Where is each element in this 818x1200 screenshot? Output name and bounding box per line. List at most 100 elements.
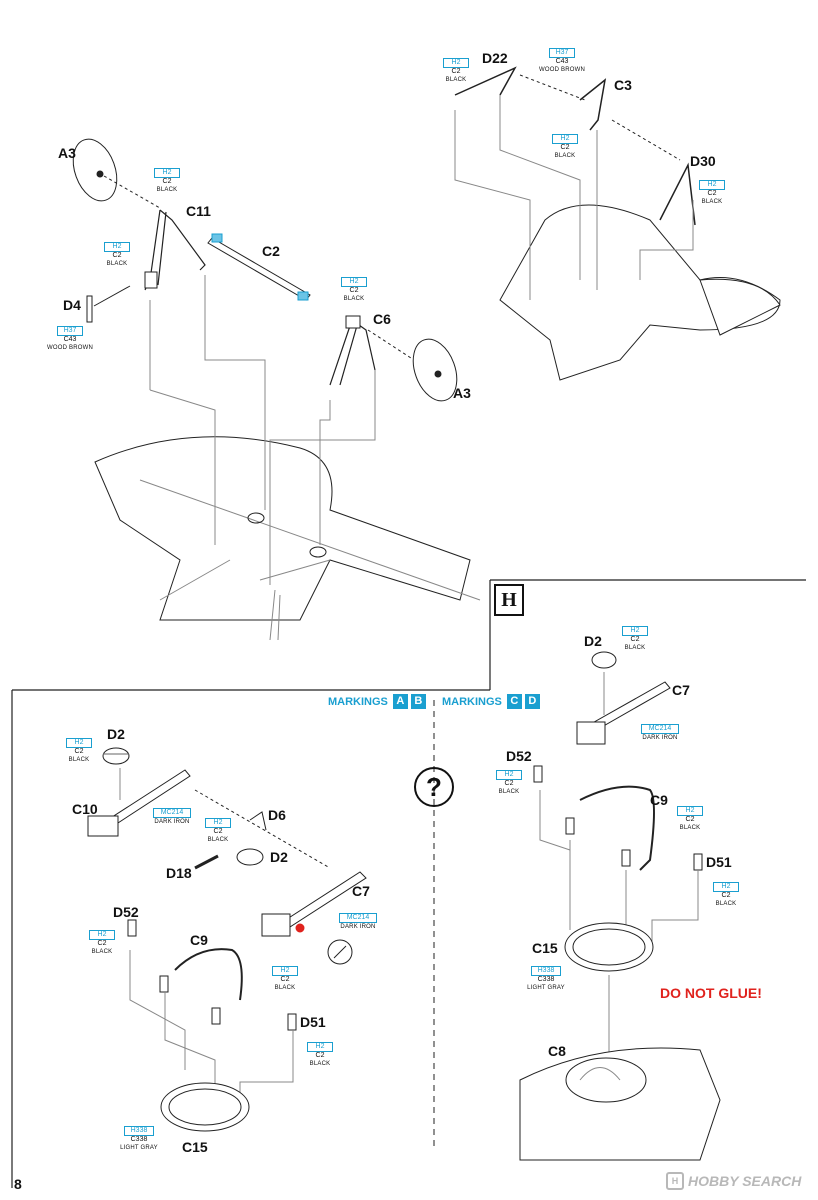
part-label-c2: C2: [262, 243, 280, 259]
paint-code: C2: [685, 816, 695, 823]
paint-chip: H2: [205, 818, 231, 828]
paint-chip: H2: [104, 242, 130, 252]
paint-name: BLACK: [309, 1061, 331, 1067]
part-label-d22: D22: [482, 50, 508, 66]
panel-dividers: [11, 579, 806, 1188]
paint-name: BLACK: [679, 825, 701, 831]
paint-chip: H37: [549, 48, 575, 58]
paint-chip: H2: [89, 930, 115, 940]
paint-name: WOOD BROWN: [539, 67, 585, 73]
paint-name: BLACK: [498, 789, 520, 795]
paint-chip: H2: [272, 966, 298, 976]
paint-code: C2: [97, 940, 107, 947]
landing-gear-wheel-left: [72, 138, 161, 209]
paint-name: BLACK: [68, 757, 90, 763]
paint-name: BLACK: [554, 153, 576, 159]
paint-chip: H2: [307, 1042, 333, 1052]
paint-name: BLACK: [207, 837, 229, 843]
paint-chip: H37: [57, 326, 83, 336]
part-label-d2-ab-2: D2: [270, 849, 288, 865]
paint-code: C43: [63, 336, 77, 343]
part-label-c9-cd: C9: [650, 792, 668, 808]
paint-name: BLACK: [624, 645, 646, 651]
landing-gear-strut-c6: [329, 315, 376, 386]
paint-code: C338: [537, 976, 555, 983]
marking-box-d: D: [524, 694, 540, 709]
watermark: H HOBBY SEARCH: [666, 1172, 801, 1190]
part-label-c6: C6: [373, 311, 391, 327]
paint-code: C2: [213, 828, 223, 835]
part-label-d51-cd: D51: [706, 854, 732, 870]
paint-name: DARK IRON: [642, 735, 678, 741]
paint-name: BLACK: [274, 985, 296, 991]
paint-name: BLACK: [445, 77, 467, 83]
paint-chip: H2: [496, 770, 522, 780]
paint-code: C2: [707, 190, 717, 197]
paint-chip: MC214: [641, 724, 679, 734]
paint-chip: MC214: [153, 808, 191, 818]
paint-code: C338: [130, 1136, 148, 1143]
part-label-c10: C10: [72, 801, 98, 817]
part-label-d52-cd: D52: [506, 748, 532, 764]
step-label: H: [494, 584, 524, 616]
paint-name: DARK IRON: [154, 819, 190, 825]
paint-chip: MC214: [339, 913, 377, 923]
paint-chip: H2: [154, 168, 180, 178]
landing-gear-wheel-right: [367, 329, 458, 402]
part-label-d18: D18: [166, 865, 192, 881]
part-label-d6: D6: [268, 807, 286, 823]
paint-name: BLACK: [91, 949, 113, 955]
paint-chip: H2: [341, 277, 367, 287]
paint-code: C2: [560, 144, 570, 151]
part-label-d51-ab: D51: [300, 1014, 326, 1030]
tail-skid-assembly: [454, 66, 781, 381]
marking-box-c: C: [506, 694, 522, 709]
markings-label: MARKINGS: [442, 695, 502, 708]
paint-code: C2: [280, 976, 290, 983]
part-label-d52-ab: D52: [113, 904, 139, 920]
paint-code: C2: [630, 636, 640, 643]
part-label-d2-ab: D2: [107, 726, 125, 742]
paint-code: C43: [555, 58, 569, 65]
paint-code: C2: [451, 68, 461, 75]
paint-chip: H2: [66, 738, 92, 748]
markings-banner-cd: MARKINGS C D: [440, 694, 540, 709]
part-label-c15-ab: C15: [182, 1139, 208, 1155]
paint-name: BLACK: [701, 199, 723, 205]
mg-assembly-cd: [519, 651, 721, 1161]
paint-chip: H338: [124, 1126, 154, 1136]
part-label-d4: D4: [63, 297, 81, 313]
paint-code: C2: [349, 287, 359, 294]
marking-box-b: B: [410, 694, 426, 709]
paint-code: C2: [504, 780, 514, 787]
part-label-c15-cd: C15: [532, 940, 558, 956]
fuselage-lower-drawing: [94, 275, 481, 641]
paint-name: LIGHT GRAY: [120, 1145, 158, 1151]
part-label-c3: C3: [614, 77, 632, 93]
option-question-mark: ?: [414, 767, 454, 807]
markings-banner-ab: MARKINGS A B: [326, 694, 426, 709]
landing-gear-strut-c11: [144, 209, 206, 291]
paint-chip: H2: [622, 626, 648, 636]
marking-box-a: A: [392, 694, 408, 709]
paint-code: C2: [315, 1052, 325, 1059]
markings-label: MARKINGS: [328, 695, 388, 708]
paint-code: C2: [112, 252, 122, 259]
mg-assembly-ab: [87, 747, 367, 1132]
part-label-c8: C8: [548, 1043, 566, 1059]
